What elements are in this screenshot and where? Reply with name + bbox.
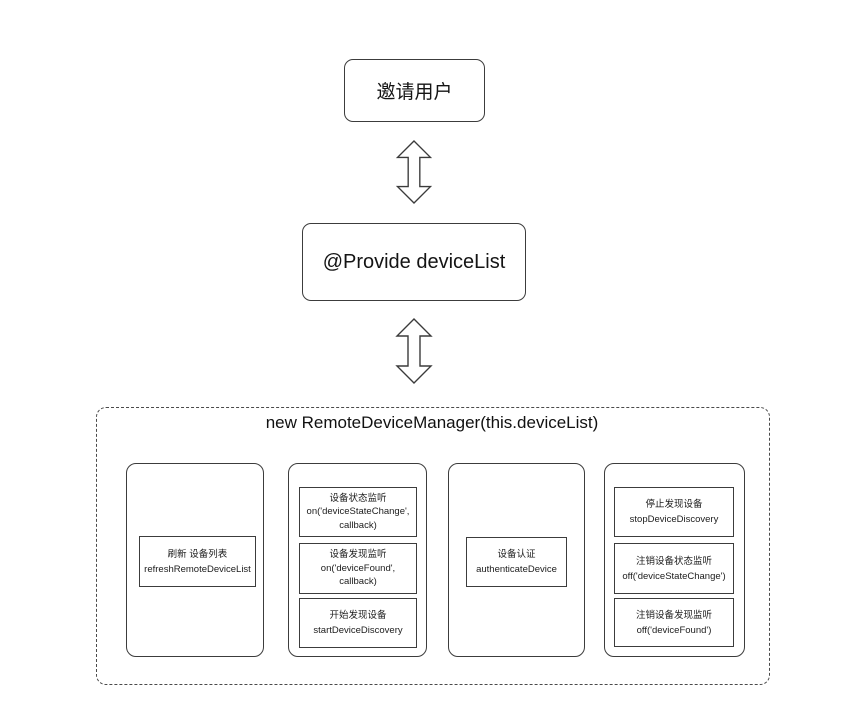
box-label-cn: 设备状态监听 [329,492,387,504]
box-api-name: callback) [339,519,377,531]
provide-devicelist-label: @Provide deviceList [322,250,506,273]
invite-user-box: 邀请用户 [344,59,485,122]
box-api-name: authenticateDevice [476,564,557,575]
off-device-state-change-box: 注销设备状态监听 off('deviceStateChange') [614,543,734,594]
box-label-cn: 设备认证 [497,549,536,560]
box-label-cn: 注销设备发现监听 [635,609,712,621]
remote-device-manager-title: new RemoteDeviceManager(this.deviceList) [265,413,599,432]
box-api-name: callback) [339,576,377,588]
box-api-name: off('deviceFound') [636,624,712,636]
box-label-cn: 停止发现设备 [645,499,703,510]
double-arrow-icon [395,318,433,384]
box-api-name: on('deviceStateChange', [306,506,410,518]
device-found-listener-box: 设备发现监听 on('deviceFound', callback) [299,543,417,594]
box-api-name: startDeviceDiscovery [313,625,403,636]
refresh-device-list-box: 刷新 设备列表 refreshRemoteDeviceList [139,536,256,587]
invite-user-label: 邀请用户 [376,82,453,103]
authenticate-device-box: 设备认证 authenticateDevice [466,537,567,587]
off-device-found-box: 注销设备发现监听 off('deviceFound') [614,598,734,647]
box-api-name: on('deviceFound', [320,562,396,574]
device-state-listener-box: 设备状态监听 on('deviceStateChange', callback) [299,487,417,537]
box-label-cn: 开始发现设备 [329,610,387,621]
box-label-cn: 设备发现监听 [329,549,387,561]
box-label-cn: 刷新 设备列表 [167,548,228,560]
stop-device-discovery-box: 停止发现设备 stopDeviceDiscovery [614,487,734,537]
box-api-name: off('deviceStateChange') [622,570,726,582]
start-device-discovery-box: 开始发现设备 startDeviceDiscovery [299,598,417,648]
provide-devicelist-box: @Provide deviceList [302,223,526,301]
box-label-cn: 注销设备状态监听 [635,555,712,567]
box-api-name: refreshRemoteDeviceList [144,563,251,575]
box-api-name: stopDeviceDiscovery [629,514,719,525]
double-arrow-icon [395,140,433,204]
